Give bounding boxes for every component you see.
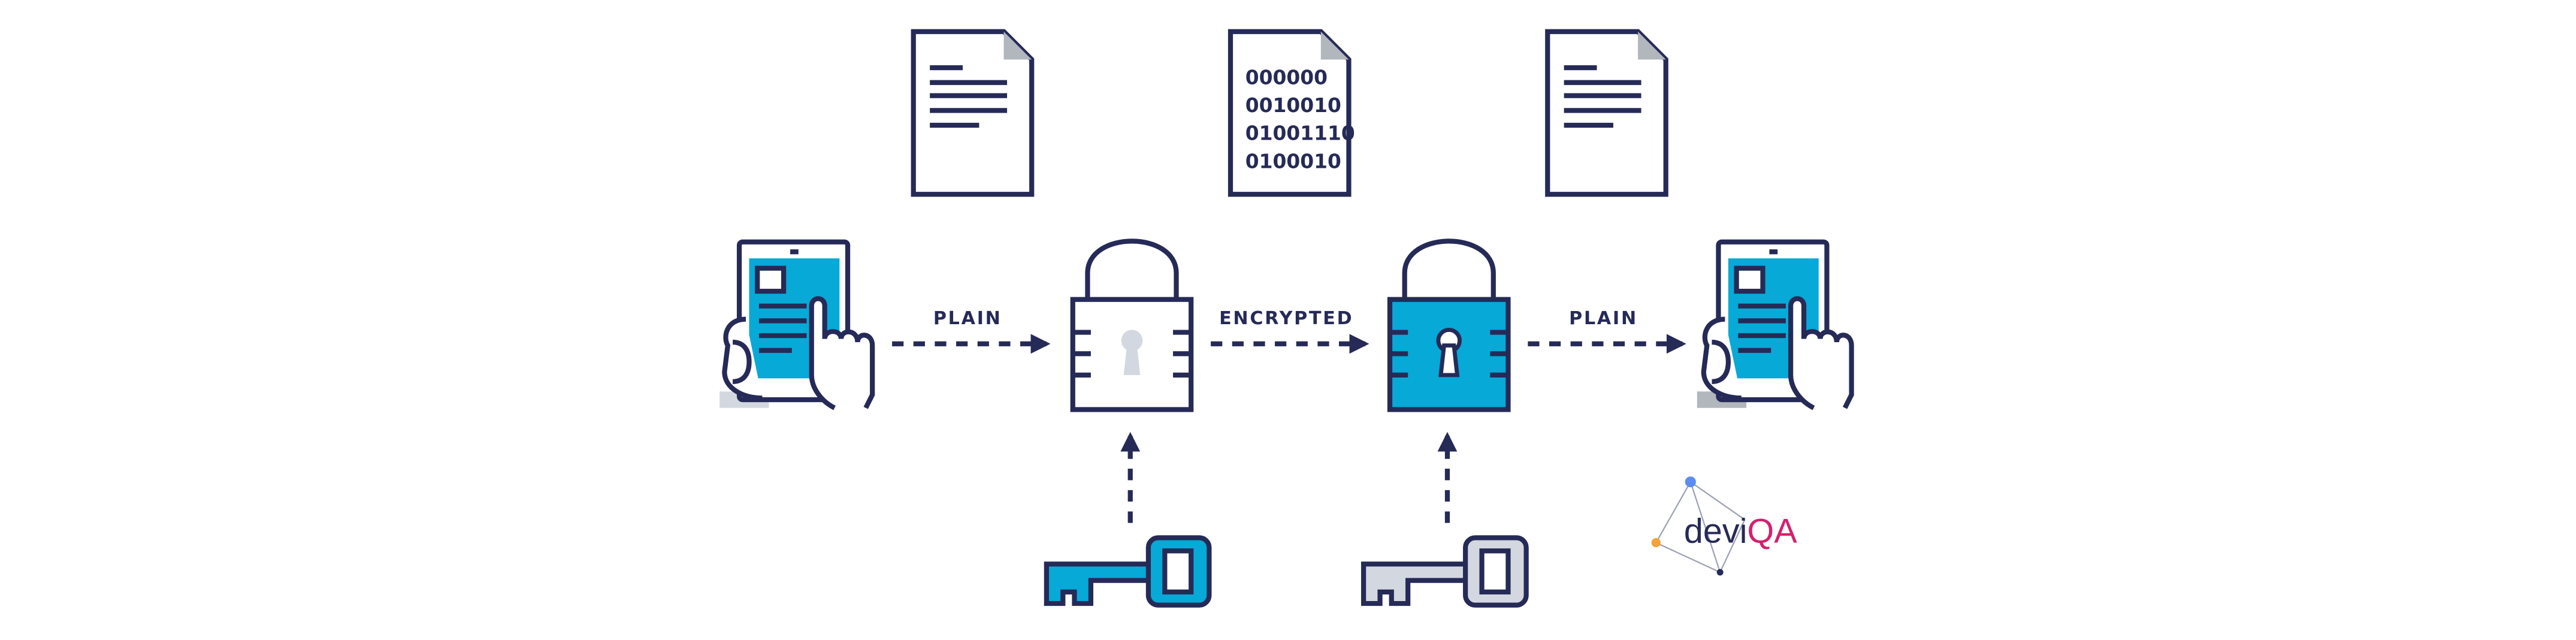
svg-text:deviQA: deviQA bbox=[1684, 512, 1797, 551]
plain-document-right bbox=[1545, 29, 1668, 197]
keyhole bbox=[1436, 328, 1462, 378]
padlock-icon bbox=[1070, 239, 1194, 412]
document-icon bbox=[911, 29, 1035, 197]
ciphertext-line: 000000 bbox=[1245, 65, 1328, 89]
label-plain-left: PLAIN bbox=[933, 308, 1002, 329]
decrypt-padlock bbox=[1387, 239, 1511, 412]
sender-tablet bbox=[719, 239, 875, 410]
arrows bbox=[892, 334, 1686, 523]
logo-text-devi: devi bbox=[1684, 512, 1747, 551]
document-icon bbox=[1545, 29, 1668, 197]
tablet-hand-icon bbox=[719, 239, 875, 410]
plain-document-left bbox=[911, 29, 1035, 197]
decryption-key bbox=[1361, 535, 1529, 608]
keyhole bbox=[1121, 330, 1143, 375]
encrypted-document bbox=[1227, 29, 1352, 197]
label-encrypted: ENCRYPTED bbox=[1219, 308, 1353, 329]
ciphertext-line: 0010010 bbox=[1245, 93, 1341, 117]
deviqa-logo: deviQA bbox=[1651, 476, 1797, 576]
encrypt-padlock bbox=[1070, 239, 1194, 412]
logo-text-qa: QA bbox=[1747, 512, 1798, 551]
label-plain-right: PLAIN bbox=[1569, 308, 1638, 329]
tablet-hand-icon bbox=[1697, 239, 1854, 410]
encryption-key bbox=[1044, 535, 1212, 608]
ciphertext-line: 01001110 bbox=[1245, 122, 1355, 145]
key-icon bbox=[1044, 535, 1212, 608]
key-icon bbox=[1361, 535, 1529, 608]
receiver-tablet bbox=[1697, 239, 1854, 410]
ciphertext-line: 0100010 bbox=[1245, 149, 1341, 173]
padlock-icon bbox=[1387, 239, 1511, 412]
encrypted-document-icon bbox=[1227, 29, 1352, 197]
ciphertext: 000000 0010010 01001110 0100010 bbox=[1245, 65, 1355, 173]
